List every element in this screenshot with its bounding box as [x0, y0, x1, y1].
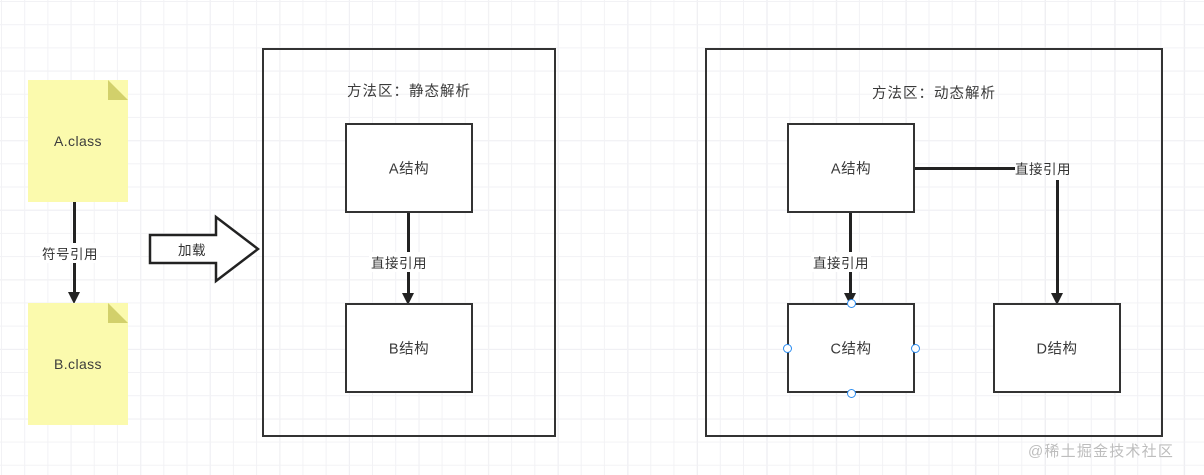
- region-static-method-area[interactable]: 方法区：静态解析: [262, 48, 556, 437]
- edge-direct-reference-dynamic-right-hline: [915, 167, 1015, 170]
- node-d-struct-dynamic-label: D结构: [1036, 341, 1078, 358]
- node-a-struct-dynamic-label: A结构: [830, 161, 872, 178]
- node-d-struct-dynamic[interactable]: D结构: [993, 303, 1121, 393]
- node-a-struct-dynamic[interactable]: A结构: [787, 123, 915, 213]
- edge-direct-reference-dynamic-right-arrowhead: [1051, 293, 1063, 305]
- node-a-struct-static[interactable]: A结构: [345, 123, 473, 213]
- note-b-class[interactable]: B.class: [28, 303, 128, 425]
- region-dynamic-title: 方法区：动态解析: [872, 86, 996, 102]
- node-b-struct-static[interactable]: B结构: [345, 303, 473, 393]
- selection-handle-bottom[interactable]: [846, 388, 856, 398]
- node-c-struct-dynamic[interactable]: C结构: [787, 303, 915, 393]
- selection-handle-left[interactable]: [782, 343, 792, 353]
- edge-direct-reference-dynamic-right-label: 直接引用: [1015, 162, 1071, 177]
- edge-direct-reference-dynamic-left-label: 直接引用: [811, 252, 871, 272]
- edge-symbolic-reference-label: 符号引用: [40, 243, 100, 263]
- node-c-struct-dynamic-label: C结构: [830, 341, 872, 358]
- note-a-class[interactable]: A.class: [28, 80, 128, 202]
- region-static-title: 方法区：静态解析: [347, 84, 471, 100]
- selection-handle-right[interactable]: [910, 343, 920, 353]
- watermark: @稀土掘金技术社区: [1028, 443, 1175, 460]
- note-a-class-label: A.class: [54, 133, 102, 149]
- edge-direct-reference-static-label: 直接引用: [369, 252, 429, 272]
- edge-direct-reference-dynamic-right-vline: [1056, 180, 1059, 296]
- node-b-struct-static-label: B结构: [388, 341, 430, 358]
- region-dynamic-method-area[interactable]: 方法区：动态解析: [705, 48, 1163, 437]
- page-fold-icon: [108, 303, 128, 323]
- load-block-arrow-label: 加载: [178, 243, 206, 258]
- note-b-class-label: B.class: [54, 356, 102, 372]
- load-block-arrow[interactable]: 加载: [148, 213, 261, 285]
- edge-direct-reference-static-arrowhead: [402, 293, 414, 305]
- block-arrow-shape: [148, 214, 261, 284]
- selection-handle-top[interactable]: [846, 298, 856, 308]
- page-fold-icon: [108, 80, 128, 100]
- node-a-struct-static-label: A结构: [388, 161, 430, 178]
- edge-symbolic-reference-arrowhead: [68, 292, 80, 304]
